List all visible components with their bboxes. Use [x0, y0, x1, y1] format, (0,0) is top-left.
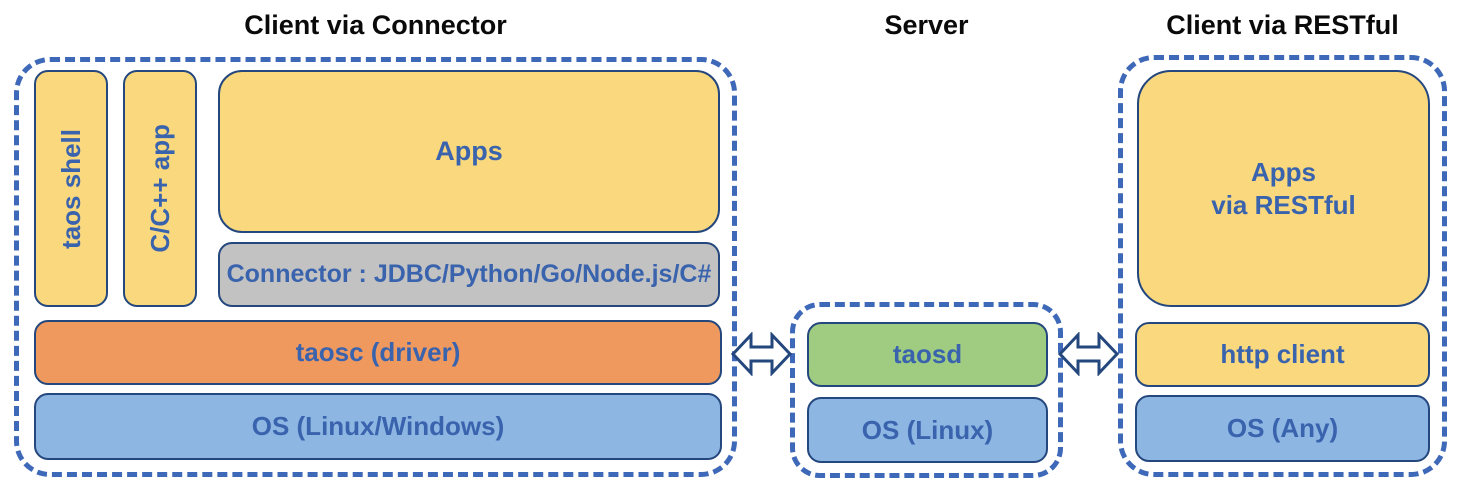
- apps-via-restful-label: Apps via RESTful: [1211, 156, 1355, 221]
- os-linux-windows-label: OS (Linux/Windows): [251, 411, 505, 442]
- taosd-label: taosd: [892, 339, 963, 370]
- server-restful-bidirectional-arrow-icon: [1058, 332, 1119, 376]
- os-any-label: OS (Any): [1226, 413, 1339, 444]
- client-server-bidirectional-arrow-icon: [731, 332, 792, 376]
- os-linux-box: OS (Linux): [807, 397, 1048, 463]
- cpp-app-label: C/C++ app: [144, 124, 175, 253]
- client-restful-title: Client via RESTful: [1166, 10, 1399, 40]
- taos-shell-label: taos shell: [55, 128, 86, 249]
- cpp-app-box: C/C++ app: [123, 70, 197, 307]
- http-client-label: http client: [1220, 339, 1345, 370]
- server-panel: [790, 302, 1063, 478]
- os-any-box: OS (Any): [1135, 395, 1430, 462]
- server-title: Server: [884, 10, 969, 40]
- apps-label: Apps: [435, 135, 503, 166]
- os-linux-label: OS (Linux): [861, 414, 994, 445]
- apps-box: Apps: [218, 70, 720, 233]
- http-client-box: http client: [1135, 322, 1430, 387]
- apps-via-restful-box: Apps via RESTful: [1137, 70, 1430, 307]
- taosd-box: taosd: [807, 322, 1048, 387]
- taos-shell-box: taos shell: [34, 70, 108, 307]
- apps-via-restful-line2: via RESTful: [1211, 189, 1356, 220]
- apps-via-restful-line1: Apps: [1250, 157, 1316, 187]
- os-linux-windows-box: OS (Linux/Windows): [34, 393, 722, 460]
- client-connector-panel: [14, 57, 737, 477]
- connector-label: Connector : JDBC/Python/Go/Node.js/C#: [226, 259, 712, 288]
- taosc-driver-label: taosc (driver): [295, 337, 461, 368]
- client-connector-title: Client via Connector: [244, 10, 507, 40]
- connector-box: Connector : JDBC/Python/Go/Node.js/C#: [218, 242, 720, 307]
- client-restful-panel: [1118, 55, 1447, 477]
- taosc-driver-box: taosc (driver): [34, 320, 722, 385]
